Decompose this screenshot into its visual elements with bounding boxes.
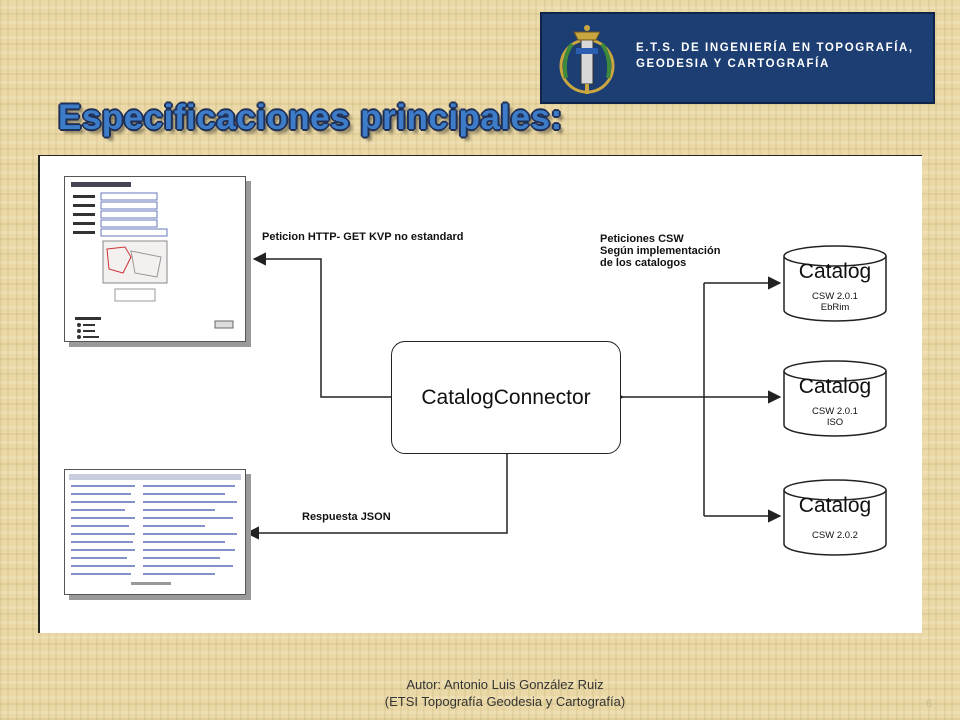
catalog-connector-box: CatalogConnector — [391, 341, 621, 454]
footer-line-2: (ETSI Topografía Geodesia y Cartografía) — [384, 694, 626, 709]
catalog-version: CSW 2.0.1 — [812, 406, 858, 417]
logo-line-1: E.T.S. DE INGENIERÍA EN TOPOGRAFÍA, — [636, 42, 914, 54]
request-arrow — [252, 252, 404, 404]
logo-text: E.T.S. DE INGENIERÍA EN TOPOGRAFÍA, GEOD… — [636, 40, 914, 72]
architecture-diagram: Peticion HTTP- GET KVP no estandard Peti… — [38, 155, 922, 633]
request-label: Peticion HTTP- GET KVP no estandard — [262, 231, 464, 243]
json-results-thumbnail — [64, 469, 246, 595]
search-form-thumbnail-content — [71, 182, 234, 339]
json-results-thumbnail-content — [69, 474, 241, 585]
page-number: 6 — [926, 698, 933, 710]
search-form-thumbnail — [64, 176, 246, 342]
database-icon — [783, 360, 887, 437]
catalog-version: CSW 2.0.1 — [812, 291, 858, 302]
csw-label-line-2: Según implementación — [600, 245, 721, 257]
footer-line-1: Autor: Antonio Luis González Ruiz — [406, 677, 604, 692]
catalog-profile: EbRim — [820, 302, 850, 313]
catalog-cylinder-1: Catalog CSW 2.0.1 EbRim — [782, 244, 888, 324]
school-logo-banner: E.T.S. DE INGENIERÍA EN TOPOGRAFÍA, GEOD… — [540, 12, 935, 104]
catalog-profile: ISO — [826, 417, 844, 428]
catalog-version: CSW 2.0.2 — [812, 530, 858, 541]
logo-line-2: GEODESIA Y CARTOGRAFÍA — [636, 58, 830, 70]
slide-title: Especificaciones principales: — [58, 98, 563, 137]
catalog-cylinder-2: Catalog CSW 2.0.1 ISO — [782, 359, 888, 439]
catalog-title: Catalog — [798, 375, 872, 398]
response-arrow — [245, 441, 514, 540]
csw-label-line-1: Peticiones CSW — [600, 233, 684, 245]
catalog-title: Catalog — [798, 494, 872, 517]
database-icon — [783, 245, 887, 322]
catalog-cylinder-3: Catalog CSW 2.0.2 — [782, 478, 888, 558]
csw-label: Peticiones CSW Según implementación de l… — [600, 233, 720, 269]
catalog-connector-label: CatalogConnector — [421, 385, 591, 409]
response-label: Respuesta JSON — [302, 511, 391, 523]
catalog-title: Catalog — [798, 260, 872, 283]
footer-author: Autor: Antonio Luis González Ruiz (ETSI … — [0, 676, 960, 710]
diagram-arrows — [245, 252, 782, 540]
database-icon — [783, 479, 887, 556]
coat-of-arms-icon — [559, 25, 615, 94]
csw-label-line-3: de los catalogos — [600, 257, 687, 269]
